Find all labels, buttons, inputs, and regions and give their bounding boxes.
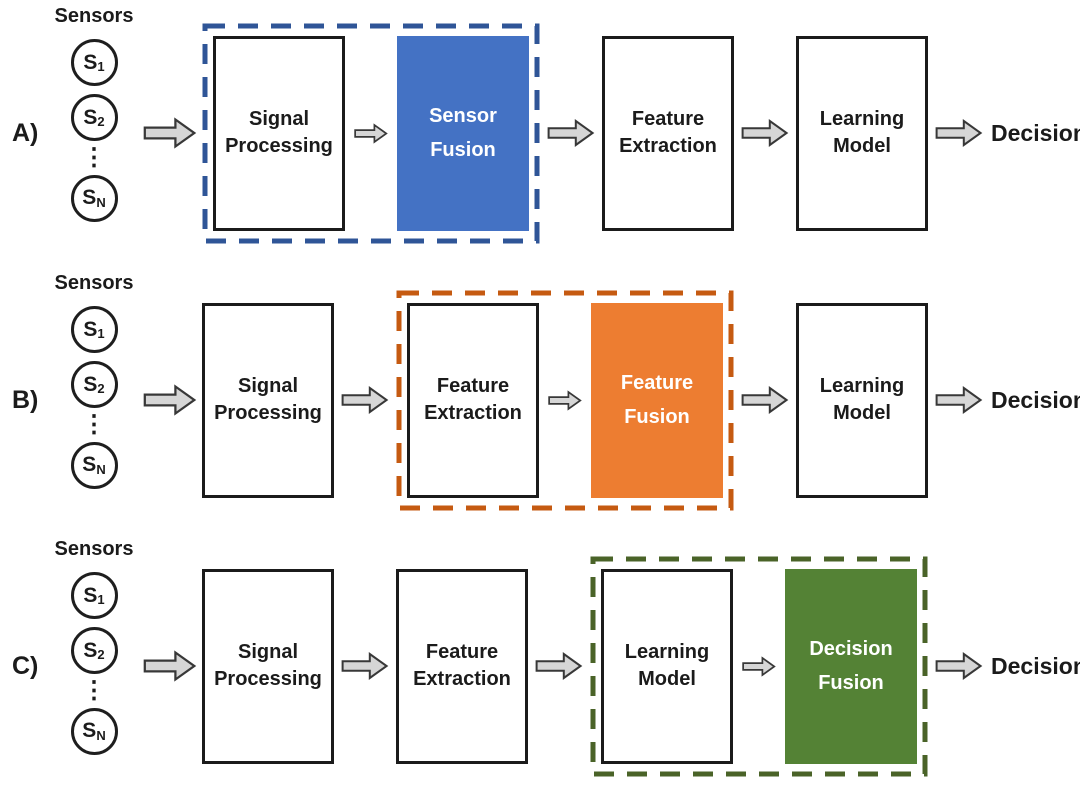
flow-arrow-icon [935,386,983,414]
learning-model-box: Learning Model [796,35,928,231]
flow-arrow-icon [741,386,789,414]
learning-model-box: Learning Model [796,302,928,498]
row-b-label: B) [12,385,39,414]
flow-arrow-icon [547,119,595,147]
flow-arrow-icon [354,122,388,144]
sensors-title: Sensors [54,538,134,560]
flow-arrow-icon [341,652,389,680]
flow-arrow-icon [742,655,776,677]
feature-extraction-box: Feature Extraction [407,302,539,498]
decision-fusion-dashed-group: Learning Model Decision Fusion [590,556,928,777]
flow-arrow-icon [548,389,582,411]
sensor-fusion-dashed-group: Signal Processing Sensor Fusion [202,23,540,244]
learning-model-box: Learning Model [601,568,733,764]
flow-arrow-icon [341,386,389,414]
row-c-label: C) [12,651,39,680]
flow-arrow-icon [535,652,583,680]
feature-extraction-box: Feature Extraction [396,568,528,764]
decision-label: Decision [991,386,1080,413]
vertical-ellipsis: ⋮ [82,144,106,171]
decision-label: Decision [991,652,1080,679]
decision-label: Decision [991,119,1080,146]
feature-fusion-box: Feature Fusion [591,302,723,498]
flow-arrow-icon [143,384,197,416]
signal-processing-box: Signal Processing [213,35,345,231]
sensors-title: Sensors [54,272,134,294]
flow-arrow-icon [143,650,197,682]
sensors-title: Sensors [54,5,134,27]
flow-arrow-icon [741,119,789,147]
sensor-fusion-box: Sensor Fusion [397,35,529,231]
signal-processing-box: Signal Processing [202,302,334,498]
decision-fusion-box: Decision Fusion [785,568,917,764]
flow-arrow-icon [935,652,983,680]
vertical-ellipsis: ⋮ [82,677,106,704]
feature-fusion-dashed-group: Feature Extraction Feature Fusion [396,290,734,511]
feature-extraction-box: Feature Extraction [602,35,734,231]
flow-arrow-icon [143,117,197,149]
flow-arrow-icon [935,119,983,147]
row-a-label: A) [12,118,39,147]
signal-processing-box: Signal Processing [202,568,334,764]
vertical-ellipsis: ⋮ [82,411,106,438]
